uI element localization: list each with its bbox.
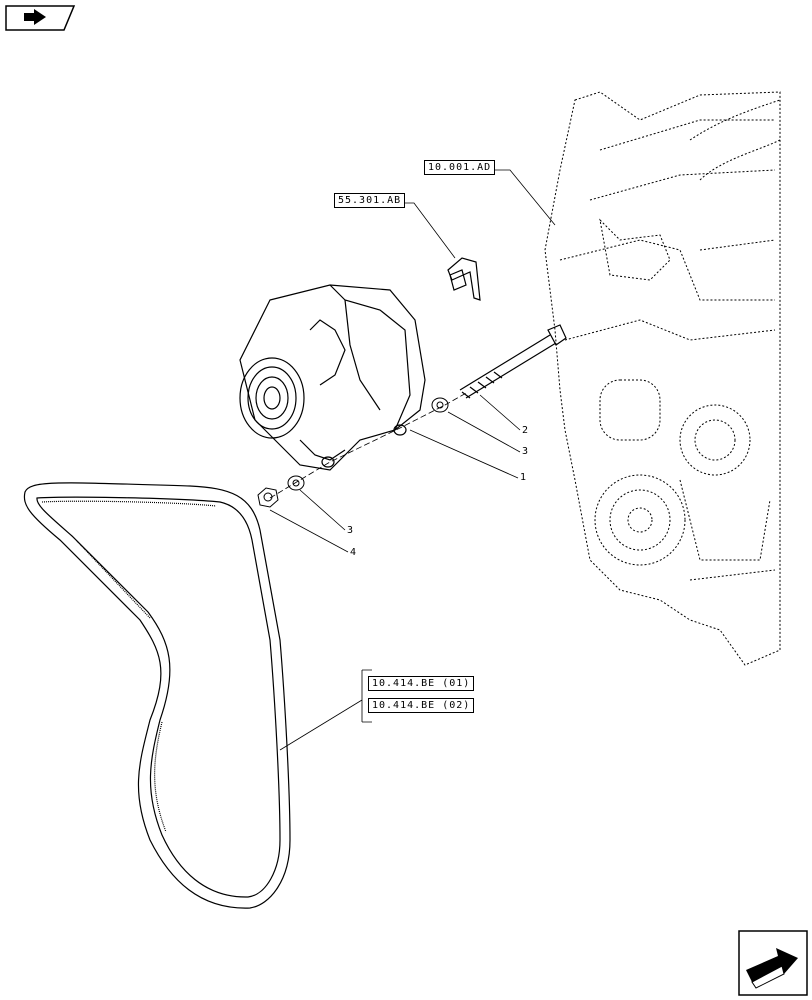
ref-belt-1[interactable]: 10.414.BE (01) <box>368 676 475 691</box>
callout-bolt: 2 <box>522 425 529 436</box>
callout-washer-upper: 3 <box>522 446 529 457</box>
washer-lower <box>287 475 305 491</box>
callout-nut: 4 <box>350 547 357 558</box>
callout-washer-lower: 3 <box>347 525 354 536</box>
callout-alternator: 1 <box>520 472 527 483</box>
engine-block <box>544 91 781 666</box>
next-page-arrow-icon[interactable] <box>738 930 808 996</box>
book-arrow-icon[interactable] <box>4 4 76 32</box>
leader-lines <box>269 169 556 751</box>
alternator <box>239 284 426 471</box>
bolt <box>459 324 567 399</box>
bracket <box>447 257 481 301</box>
ref-bracket[interactable]: 55.301.AB <box>334 193 406 208</box>
ref-belt-2[interactable]: 10.414.BE (02) <box>368 698 475 713</box>
drive-belt <box>23 482 291 909</box>
nut <box>257 487 279 508</box>
ref-engine[interactable]: 10.001.AD <box>424 160 496 175</box>
washer-upper <box>431 397 449 413</box>
